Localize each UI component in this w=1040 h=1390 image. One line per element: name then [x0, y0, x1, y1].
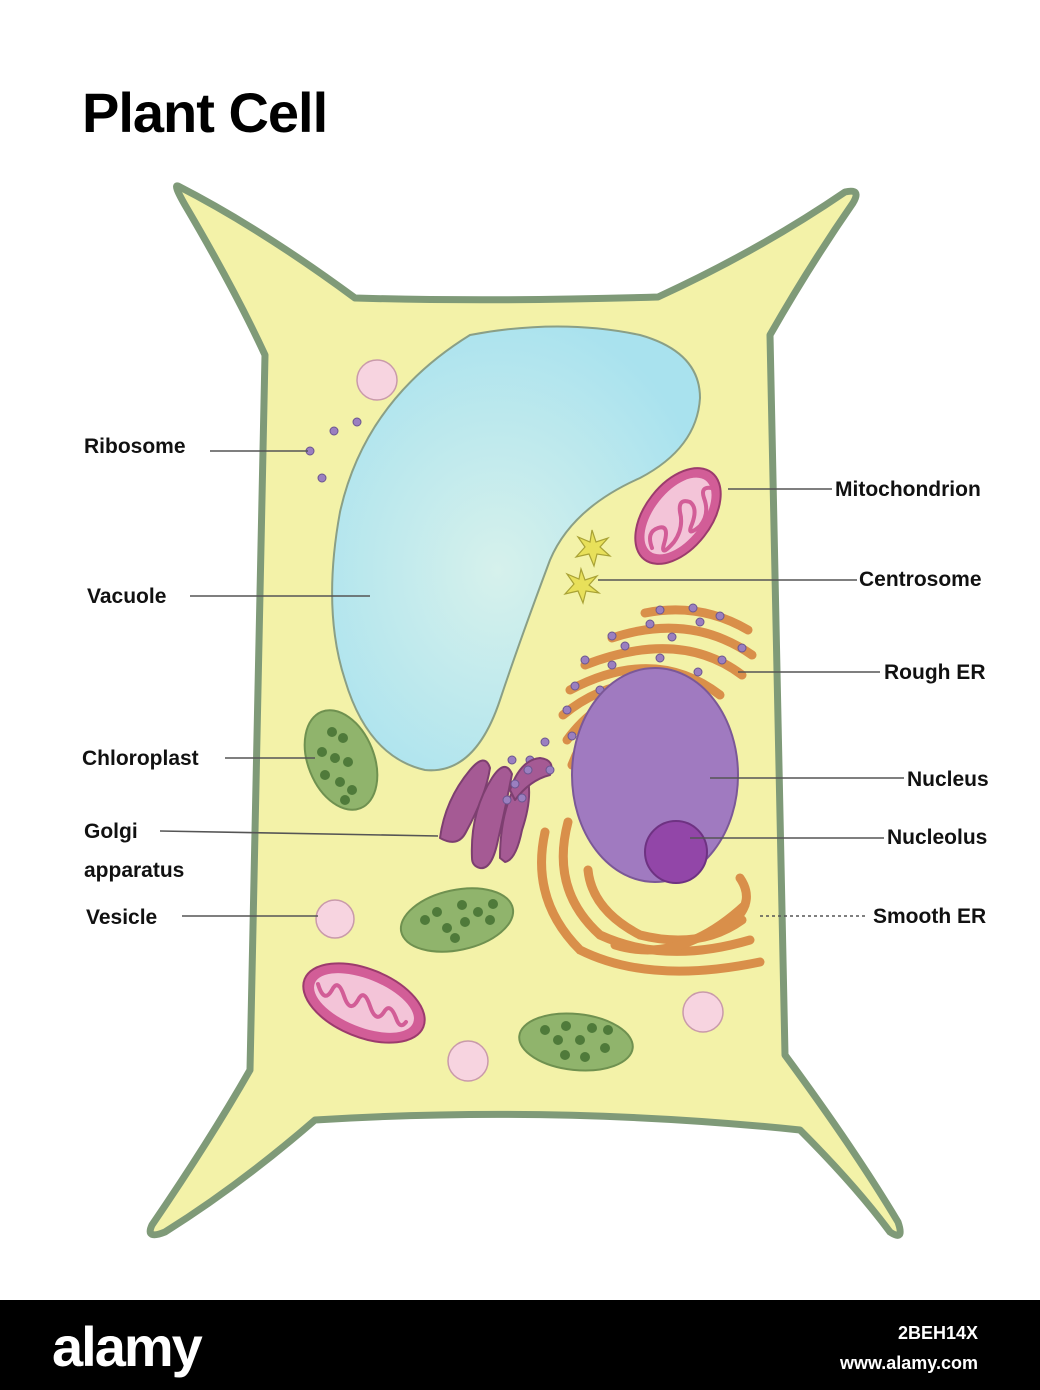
footer-bar: alamy 2BEH14X www.alamy.com — [0, 1300, 1040, 1390]
vesicle-left — [315, 899, 355, 939]
footer-image-id: 2BEH14X — [897, 1323, 978, 1343]
golgi-vesicles — [502, 755, 555, 805]
nucleolus — [644, 820, 708, 884]
vesicle-top — [356, 359, 398, 401]
label-vesicle: Vesicle — [86, 906, 157, 929]
golgi-leader — [159, 830, 439, 837]
centrosome-group — [563, 529, 612, 605]
page-title: Plant Cell — [82, 81, 328, 144]
footer-image-info: 2BEH14X www.alamy.com — [840, 1318, 978, 1378]
label-nucleus: Nucleus — [907, 768, 989, 791]
label-golgi-line1: Golgi — [84, 820, 138, 843]
label-centrosome: Centrosome — [859, 568, 982, 591]
mitochondrion-top — [634, 467, 722, 565]
ribosome-group — [305, 417, 362, 483]
chloroplast-bottom — [518, 1012, 634, 1072]
label-rough-er: Rough ER — [884, 661, 985, 684]
footer-site: www.alamy.com — [839, 1353, 978, 1373]
chloroplast-middle — [399, 887, 515, 953]
label-nucleolus: Nucleolus — [887, 826, 987, 849]
label-mitochondrion: Mitochondrion — [835, 478, 981, 501]
smooth-er — [537, 817, 765, 976]
footer-logo: alamy — [52, 1315, 203, 1378]
label-ribosome: Ribosome — [84, 435, 186, 458]
label-vacuole: Vacuole — [87, 585, 166, 608]
vacuole — [331, 325, 702, 772]
label-golgi-line2: apparatus — [84, 859, 184, 882]
mitochondrion-bottom — [302, 962, 426, 1044]
vesicle-bottom — [447, 1040, 489, 1082]
label-smooth-er: Smooth ER — [873, 905, 986, 928]
plant-cell-diagram: Ribosome Vacuole Chloroplast Golgi appar… — [82, 182, 989, 1239]
label-chloroplast: Chloroplast — [82, 747, 199, 770]
vesicle-right — [682, 991, 724, 1033]
chloroplast-left — [303, 709, 379, 811]
